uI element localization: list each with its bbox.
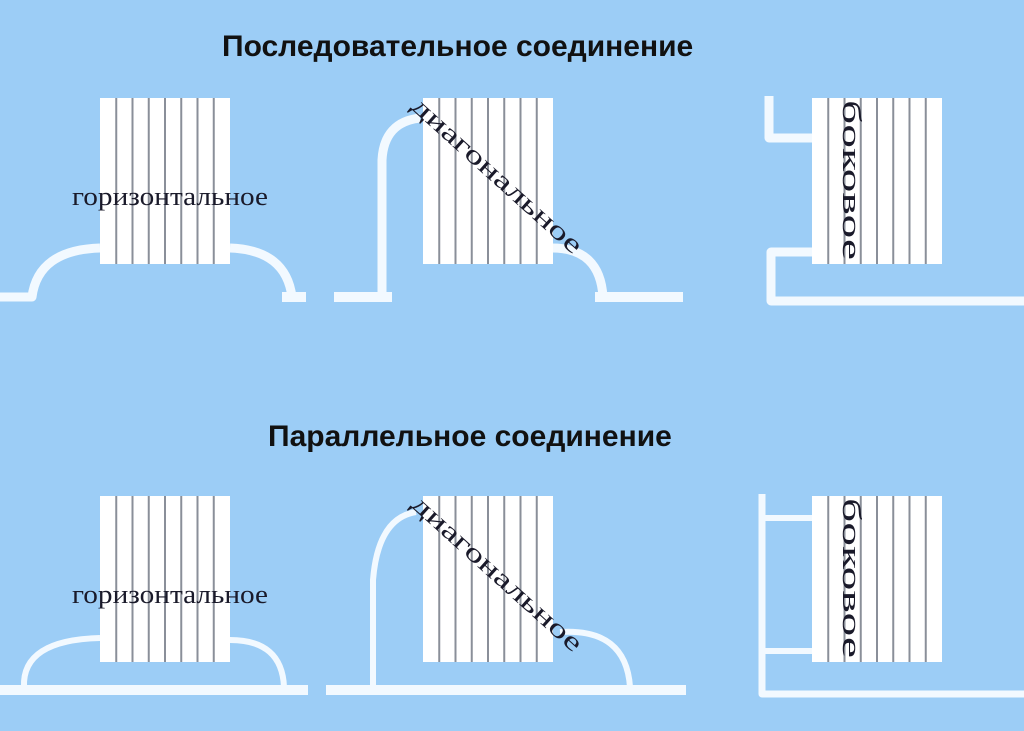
pipe <box>559 628 633 688</box>
pipe <box>229 243 297 298</box>
pipe <box>764 96 812 143</box>
pipe <box>370 509 417 687</box>
radiator <box>812 496 942 662</box>
pipe <box>551 243 608 298</box>
pipe <box>595 292 683 302</box>
parallel-horizontal-diagram: горизонтальное <box>0 496 308 695</box>
pipe <box>334 292 392 302</box>
series-side-diagram: боковое <box>764 96 1024 306</box>
radiator <box>423 98 553 264</box>
radiator <box>812 98 942 264</box>
parallel-side-diagram: боковое <box>758 494 1024 698</box>
pipe <box>0 243 101 302</box>
parallel-connection-title: Параллельное соединение <box>268 420 672 453</box>
radiator <box>100 98 230 264</box>
radiator-label: горизонтальное <box>72 182 268 211</box>
radiator <box>423 496 553 662</box>
pipe <box>0 685 308 695</box>
radiator-label: боковое <box>837 498 866 658</box>
pipe <box>758 494 1024 698</box>
radiator-label: горизонтальное <box>72 580 268 609</box>
parallel-diagonal-diagram: диагональное <box>326 489 686 695</box>
series-horizontal-diagram: горизонтальное <box>0 98 306 302</box>
pipe <box>20 635 101 688</box>
pipe <box>377 113 421 297</box>
series-connection-title: Последовательное соединение <box>222 30 694 63</box>
pipe <box>326 685 686 695</box>
radiator <box>100 496 230 662</box>
pipe <box>229 637 287 688</box>
radiator-label: боковое <box>837 100 866 260</box>
series-diagonal-diagram: диагональное <box>334 91 683 302</box>
pipe <box>282 292 306 302</box>
pipe <box>766 247 1024 306</box>
